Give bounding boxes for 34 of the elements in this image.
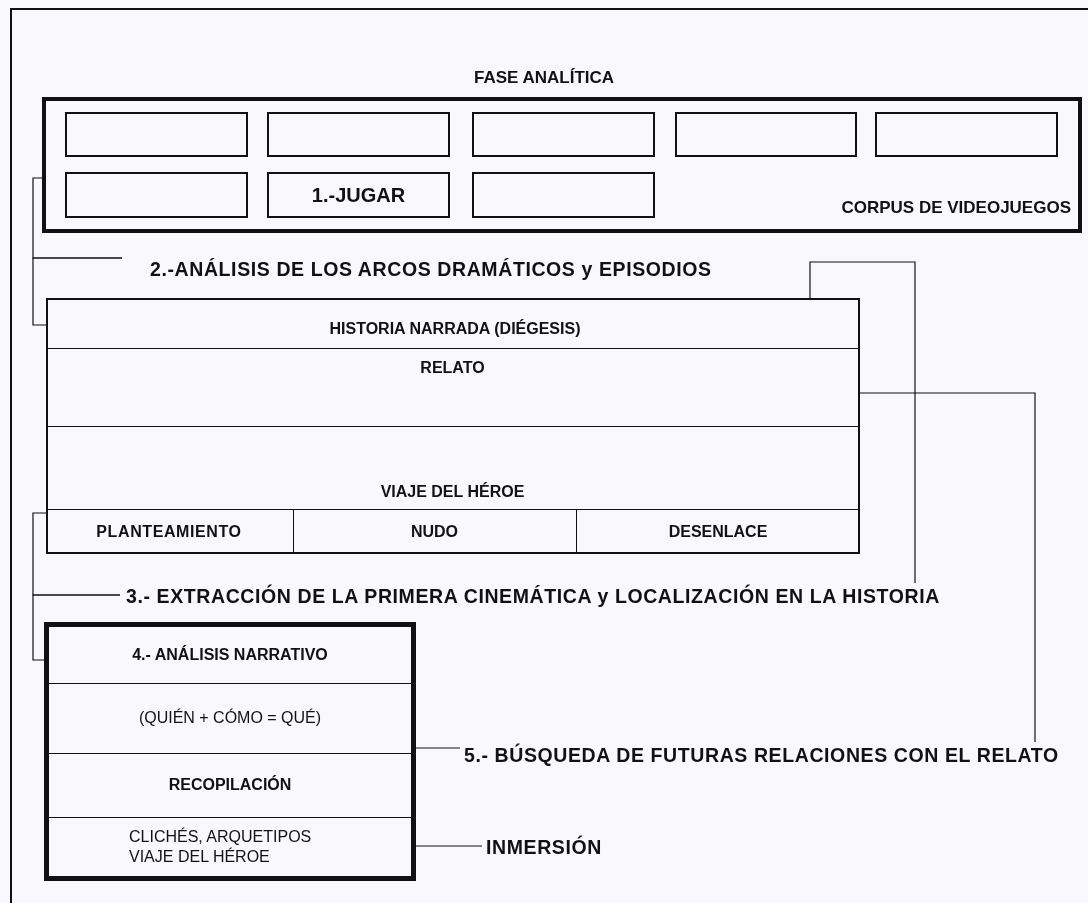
story-table [46,298,860,554]
step-label: 5.- BÚSQUEDA DE FUTURAS RELACIONES CON EL RELATO [464,743,1059,767]
group-title: CORPUS DE VIDEOJUEGOS [841,198,1071,218]
empty-box [267,112,450,157]
empty-box [675,112,857,157]
connector-line [859,392,1036,743]
stage-cell: PLANTEAMIENTO [96,522,242,541]
step-label: INMERSIÓN [486,835,602,859]
empty-box [875,112,1058,157]
step-box: 1.-JUGAR [267,172,450,218]
connector-line [809,261,916,584]
empty-box [65,172,248,218]
step-label: 3.- EXTRACCIÓN DE LA PRIMERA CINEMÁTICA y LOCALIZACIÓN EN LA HISTORIA [126,584,940,608]
step-label: 2.-ANÁLISIS DE LOS ARCOS DRAMÁTICOS y EPISODIOS [150,257,712,281]
row-heading: VIAJE DEL HÉROE [380,482,525,501]
row-text: CLICHÉS, ARQUETIPOS VIAJE DEL HÉROE [129,827,313,867]
connector-line [415,747,461,749]
formula-text: (QUIÉN + CÓMO = QUÉ) [138,709,322,727]
diagram-title: FASE ANALÍTICA [473,68,615,88]
row-heading: RELATO [420,358,485,377]
table-heading: HISTORIA NARRADA (DIÉGESIS) [329,320,581,338]
empty-box [472,172,655,218]
empty-box [472,112,655,157]
table-row [45,425,860,510]
row-heading: RECOPILACIÓN [168,776,292,794]
corpus-frame [42,97,1082,233]
analysis-table [44,622,416,881]
connector-line [32,257,123,326]
connector-line [32,594,121,661]
empty-box [65,112,248,157]
stage-cell: NUDO [292,509,576,554]
table-heading: 4.- ANÁLISIS NARRATIVO [132,646,328,664]
stage-cell: DESENLACE [575,509,860,554]
connector-line [415,845,483,847]
